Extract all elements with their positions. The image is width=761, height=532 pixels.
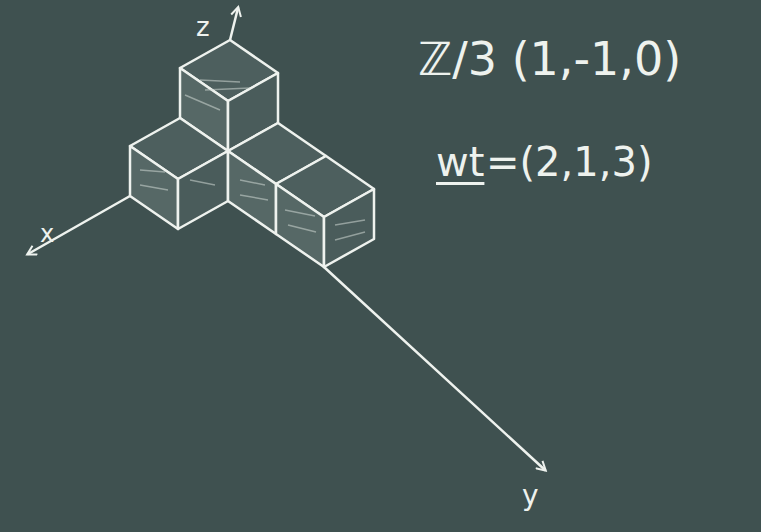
axis-label: x	[40, 222, 54, 246]
axis-label: y	[522, 482, 539, 510]
axis-label: z	[196, 14, 210, 40]
weight-value: =(2,1,3)	[486, 142, 653, 182]
group-action: ℤ/3 (1,-1,0)	[418, 36, 681, 82]
weight-label: wt	[436, 142, 484, 182]
